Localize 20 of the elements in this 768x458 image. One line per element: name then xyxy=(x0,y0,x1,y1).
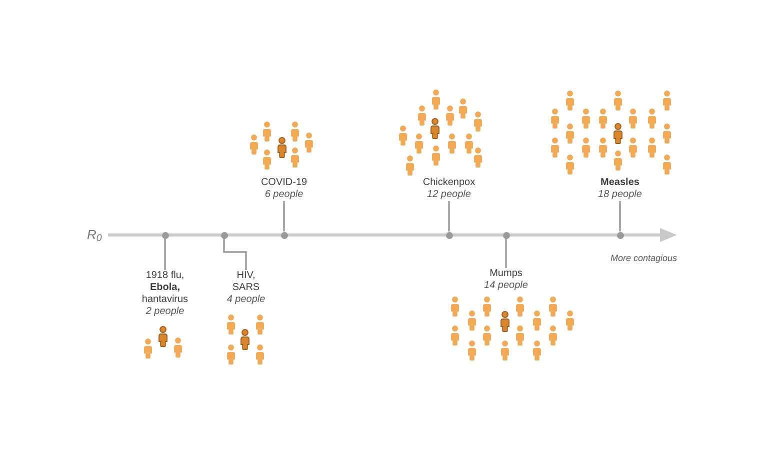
case-count: 12 people xyxy=(426,189,472,201)
leader-line xyxy=(164,238,166,270)
leader-line xyxy=(448,201,450,232)
leader-line xyxy=(505,238,507,268)
case-count: 18 people xyxy=(597,189,643,201)
disease-name: Mumps xyxy=(488,268,524,280)
case-count: 6 people xyxy=(264,189,304,201)
disease-name: HIV, SARS xyxy=(231,270,261,294)
disease-name: 1918 flu, Ebola, hantavirus xyxy=(140,270,190,306)
axis-caption: More contagious xyxy=(610,252,677,264)
leader-line xyxy=(619,201,621,232)
disease-name: COVID-19 xyxy=(260,177,308,189)
axis-title: R$_{0}$ xyxy=(87,226,102,244)
disease-name: Chickenpox xyxy=(422,177,476,189)
disease-name: Measles xyxy=(600,177,640,189)
case-count: 14 people xyxy=(483,280,529,292)
leader-line xyxy=(283,201,285,232)
case-count: 2 people xyxy=(144,306,186,318)
case-count: 4 people xyxy=(226,294,266,306)
leader-line xyxy=(223,238,247,270)
